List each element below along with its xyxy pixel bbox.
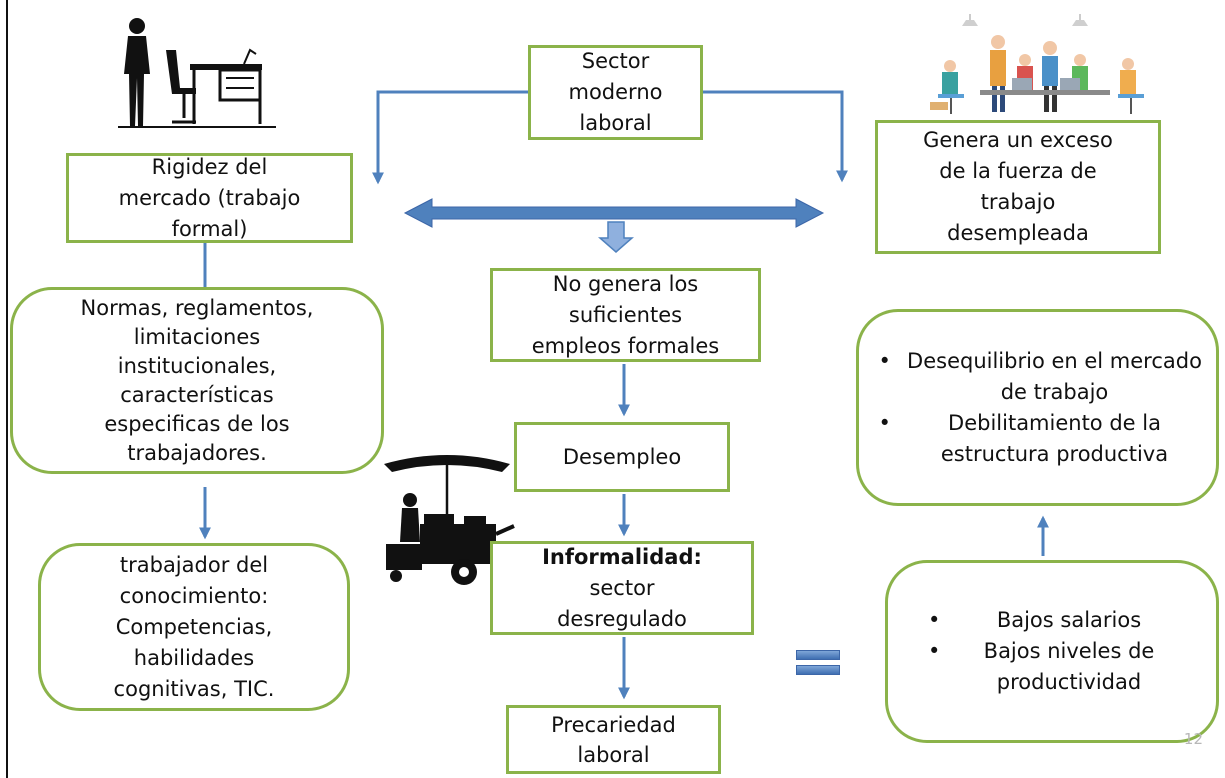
node-no-genera-empleos: No genera los suficientes empleos formal… [490,268,761,362]
node-genera-exceso: Genera un exceso de la fuerza de trabajo… [875,120,1161,254]
node-text-line: habilidades [133,645,255,670]
node-text-line: sector [589,575,655,600]
block-arrow-down [598,221,634,253]
bracket-right-line [702,90,848,183]
office-worker-illustration [118,18,276,128]
node-precariedad-laboral: Precariedad laboral [506,705,721,774]
node-text-line: mercado (trabajo [118,185,301,210]
node-text-line: cognitivas, TIC. [113,676,275,701]
node-text-bold: Informalidad: [542,544,702,569]
node-text-line: Sector [581,49,650,73]
node-text-line: moderno [568,80,663,104]
street-food-cart-illustration [384,455,515,585]
node-rigidez-del-mercado: Rigidez del mercado (trabajo formal) [66,153,353,243]
node-text-line: trabajo [980,190,1056,214]
node-text-line: institucionales, [117,353,277,378]
node-text-line: Normas, reglamentos, [80,295,314,320]
team-meeting-illustration [930,14,1144,114]
slide-left-edge [6,0,8,778]
node-text-line: especificas de los [104,411,290,436]
node-text-line: formal) [171,216,248,241]
node-text-line: limitaciones [133,324,261,349]
bullet-item: Bajos niveles de productividad [922,636,1182,698]
node-text-line: Competencias, [115,614,273,639]
node-text-line: de la fuerza de [939,159,1097,183]
node-desempleo: Desempleo [514,422,730,492]
node-bajos-salarios: Bajos salarios Bajos niveles de producti… [885,560,1219,743]
node-text-line: Desempleo [562,444,682,469]
equals-icon [796,650,840,680]
node-text-line: características [120,382,274,407]
bullet-item: Desequilibrio en el mercado de trabajo [873,346,1203,408]
node-text-line: empleos formales [531,333,720,358]
node-sector-moderno-laboral: Sector moderno laboral [528,45,703,140]
node-text-line: Genera un exceso [923,128,1113,152]
node-text-line: trabajadores. [127,440,267,465]
node-text-line: desempleada [947,221,1089,245]
node-informalidad: Informalidad: sector desregulado [490,541,754,635]
node-text-line: laboral [579,111,652,135]
node-text-line: desregulado [557,606,687,631]
node-text-line: conocimiento: [119,583,269,608]
node-trabajador-conocimiento: trabajador del conocimiento: Competencia… [38,543,350,711]
node-text-line: suficientes [568,302,683,327]
bullet-item: Bajos salarios [922,605,1182,636]
node-text-line: laboral [577,742,650,767]
double-arrow [403,198,825,228]
node-desequilibrio: Desequilibrio en el mercado de trabajo D… [856,309,1219,506]
node-text-line: trabajador del [119,552,269,577]
node-text-line: No genera los [552,271,699,296]
bullet-item: Debilitamiento de la estructura producti… [873,408,1203,470]
node-text-line: Precariedad [551,712,676,737]
node-text-line: Rigidez del [151,154,268,179]
node-normas-reglamentos: Normas, reglamentos, limitaciones instit… [10,287,384,474]
page-number: 12 [1183,730,1203,748]
bracket-left-line [372,90,528,185]
